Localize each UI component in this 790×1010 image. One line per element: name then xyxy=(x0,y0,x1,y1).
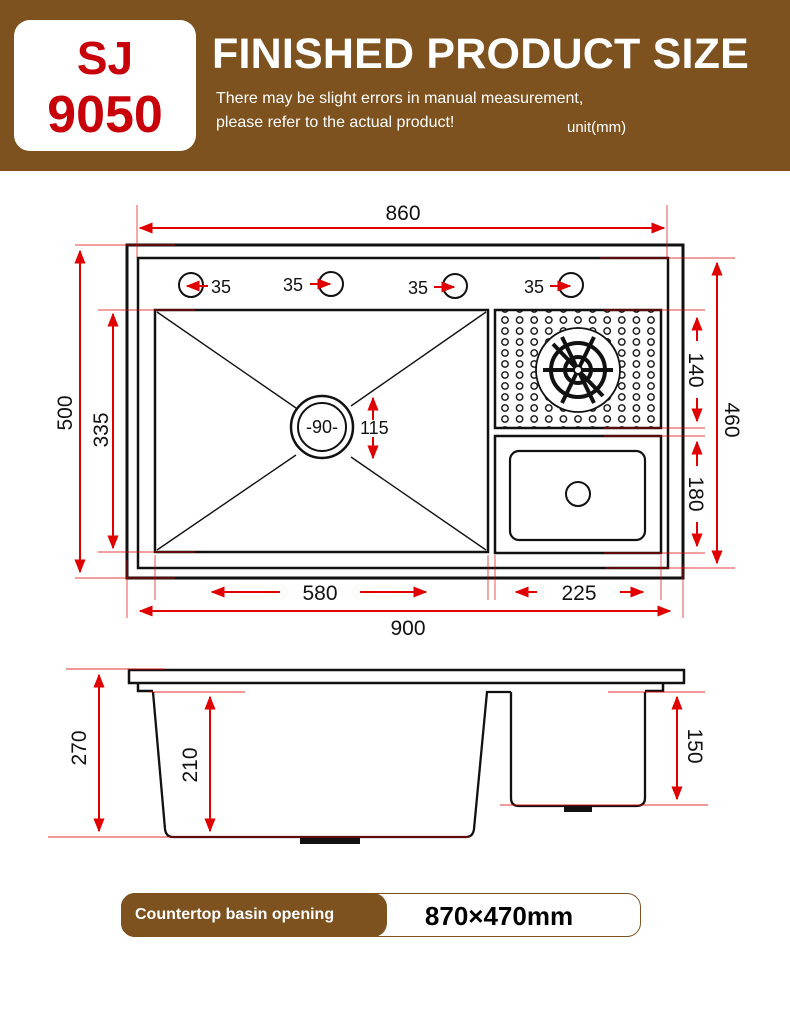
measurement-note-line2: please refer to the actual product! xyxy=(216,114,455,131)
tap-hole-4-label: 35 xyxy=(524,277,544,297)
side-view: 270 210 150 xyxy=(48,668,708,844)
top-view: -90- 115 35 35 35 35 xyxy=(54,202,743,640)
drain-diameter-label: -90- xyxy=(306,417,338,437)
dim-860: 860 xyxy=(385,202,420,225)
dim-225: 225 xyxy=(561,582,596,605)
small-drain-outlet xyxy=(564,806,592,812)
sink-inner-deck xyxy=(136,256,670,570)
dim-140: 140 xyxy=(684,352,707,387)
side-deck xyxy=(127,668,686,685)
sink-outer-flange xyxy=(125,243,685,580)
model-number: 9050 xyxy=(47,86,163,144)
tap-hole-1-label: 35 xyxy=(211,277,231,297)
dim-150: 150 xyxy=(683,728,706,763)
unit-label: unit(mm) xyxy=(567,119,627,136)
drain-ring-label: 115 xyxy=(360,418,389,438)
header-banner: SJ 9050 FINISHED PRODUCT SIZE There may … xyxy=(0,0,790,171)
tap-holes: 35 35 35 35 xyxy=(178,271,584,299)
model-prefix: SJ xyxy=(76,32,134,84)
main-drain-outlet xyxy=(300,837,360,844)
dim-180: 180 xyxy=(684,476,707,511)
main-bowl-profile xyxy=(151,690,511,839)
model-badge: SJ 9050 xyxy=(14,20,196,151)
dim-460: 460 xyxy=(720,402,743,437)
dim-335: 335 xyxy=(90,412,113,447)
cup-rinser xyxy=(493,308,663,430)
main-bowl: -90- 115 xyxy=(153,308,490,554)
small-bowl-profile xyxy=(509,692,647,808)
dim-580: 580 xyxy=(302,582,337,605)
dim-900: 900 xyxy=(390,617,425,640)
countertop-opening-label: Countertop basin opening xyxy=(121,893,387,937)
small-bowl xyxy=(493,434,663,555)
page-title: FINISHED PRODUCT SIZE xyxy=(212,30,749,78)
measurement-note-line1: There may be slight errors in manual mea… xyxy=(216,90,584,107)
dim-210: 210 xyxy=(179,747,202,782)
tap-hole-3-label: 35 xyxy=(408,278,428,298)
tap-hole-2-label: 35 xyxy=(283,275,303,295)
main-drain-icon xyxy=(289,394,355,460)
dimension-drawing: -90- 115 35 35 35 35 xyxy=(48,202,743,844)
dim-270: 270 xyxy=(68,730,91,765)
countertop-opening-value: 870×470mm xyxy=(424,901,574,931)
countertop-opening-box: Countertop basin opening 870×470mm xyxy=(121,893,641,937)
small-drain-icon xyxy=(565,481,591,507)
dim-500: 500 xyxy=(54,395,77,430)
